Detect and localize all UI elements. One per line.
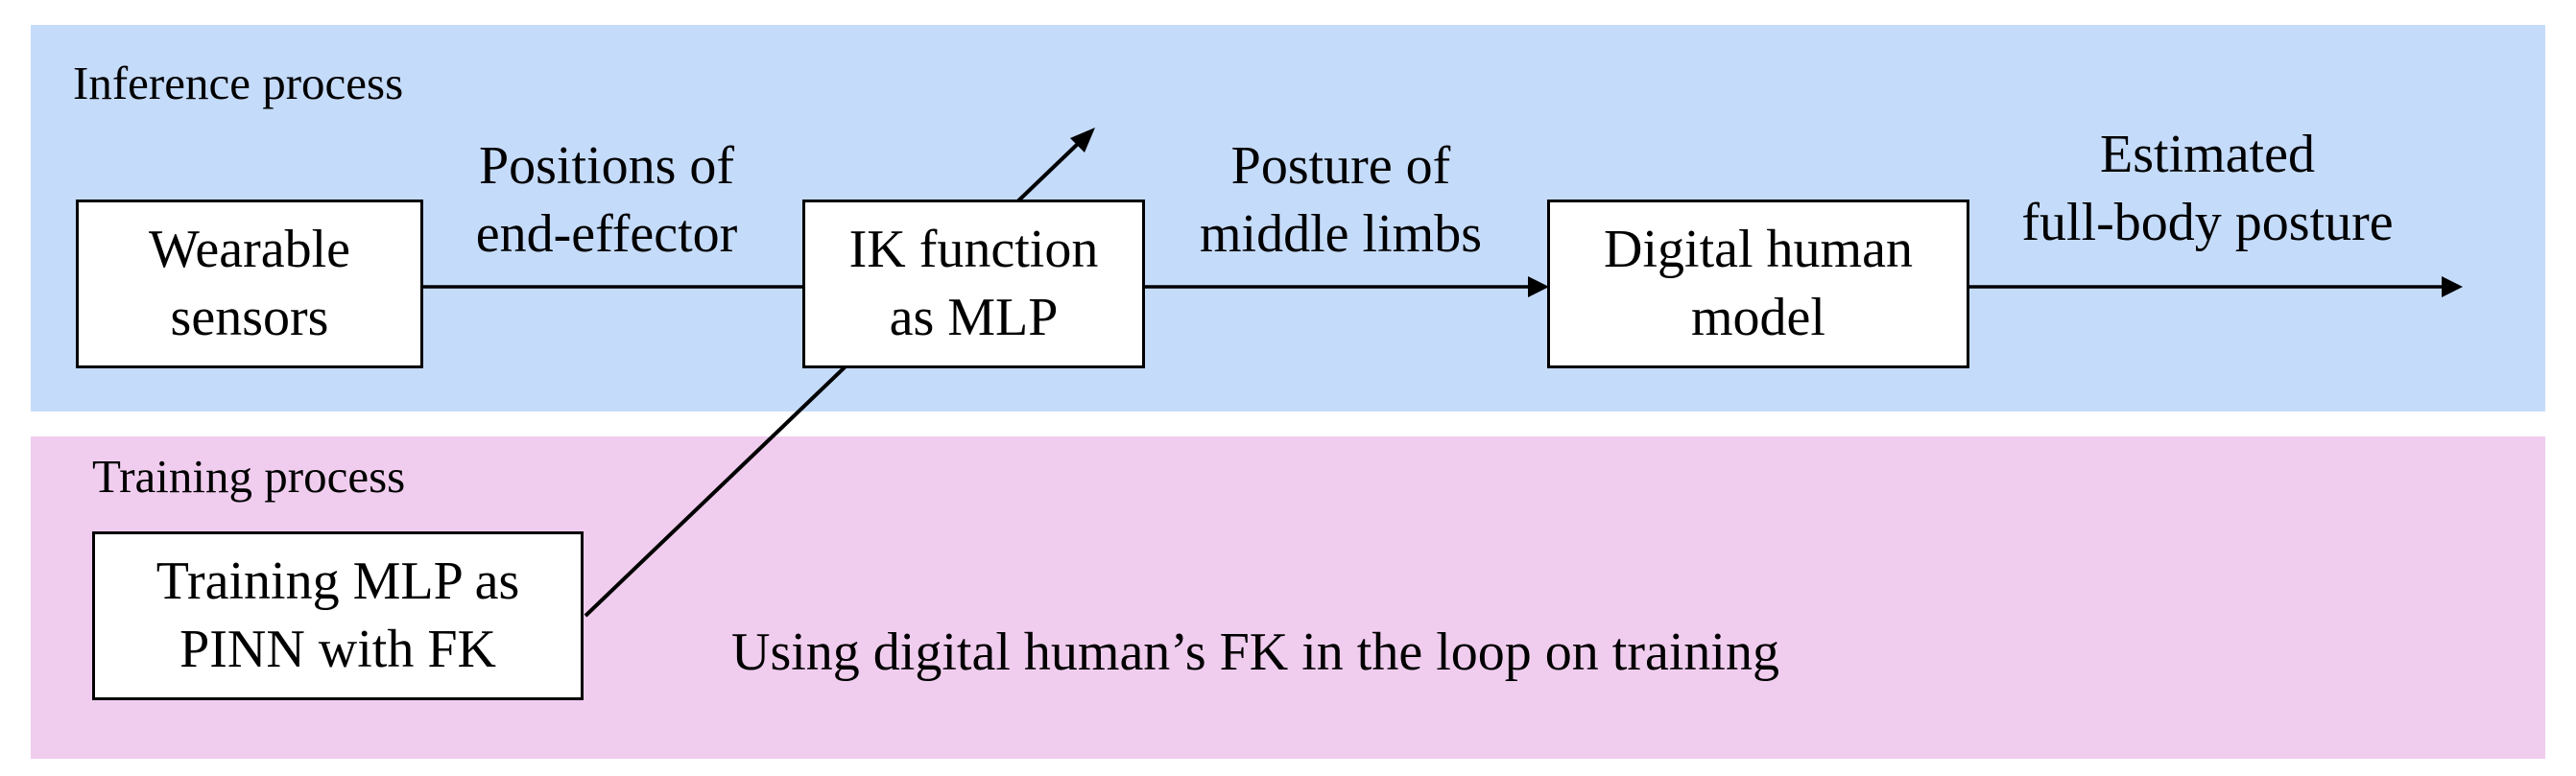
edge-label-posture-line-1: Posture of [1230,136,1451,196]
training-mlp-node: Training MLP as PINN with FK [92,531,584,700]
training-loop-note: Using digital human’s FK in the loop on … [731,623,1779,682]
ik-function-line-1: IK function [848,220,1099,280]
edge-label-positions-of-end-effector: Positions of end-effector [476,132,738,268]
edge-label-posture-line-2: middle limbs [1200,203,1482,264]
digital-human-model-line-1: Digital human [1604,220,1913,280]
training-mlp-line-1: Training MLP as [155,552,520,612]
ik-function-line-2: as MLP [889,288,1059,347]
ik-function-node: IK function as MLP [802,200,1145,368]
edge-label-posture-of-middle-limbs: Posture of middle limbs [1200,132,1482,268]
edge-label-positions-line-2: end-effector [475,203,738,264]
wearable-sensors-line-2: sensors [170,288,329,347]
digital-human-model-line-2: model [1691,288,1825,347]
edge-label-estimated-full-body-posture: Estimated full-body posture [2021,121,2393,256]
training-process-title: Training process [92,450,406,503]
inference-process-panel [31,25,2545,412]
wearable-sensors-node: Wearable sensors [76,200,423,368]
training-mlp-line-2: PINN with FK [179,620,496,679]
wearable-sensors-line-1: Wearable [149,220,350,280]
edge-label-positions-line-1: Positions of [478,136,735,196]
digital-human-model-node: Digital human model [1547,200,1969,368]
inference-process-title: Inference process [73,57,404,109]
edge-label-estimated-line-2: full-body posture [2021,192,2394,252]
edge-label-estimated-line-1: Estimated [2100,125,2315,184]
